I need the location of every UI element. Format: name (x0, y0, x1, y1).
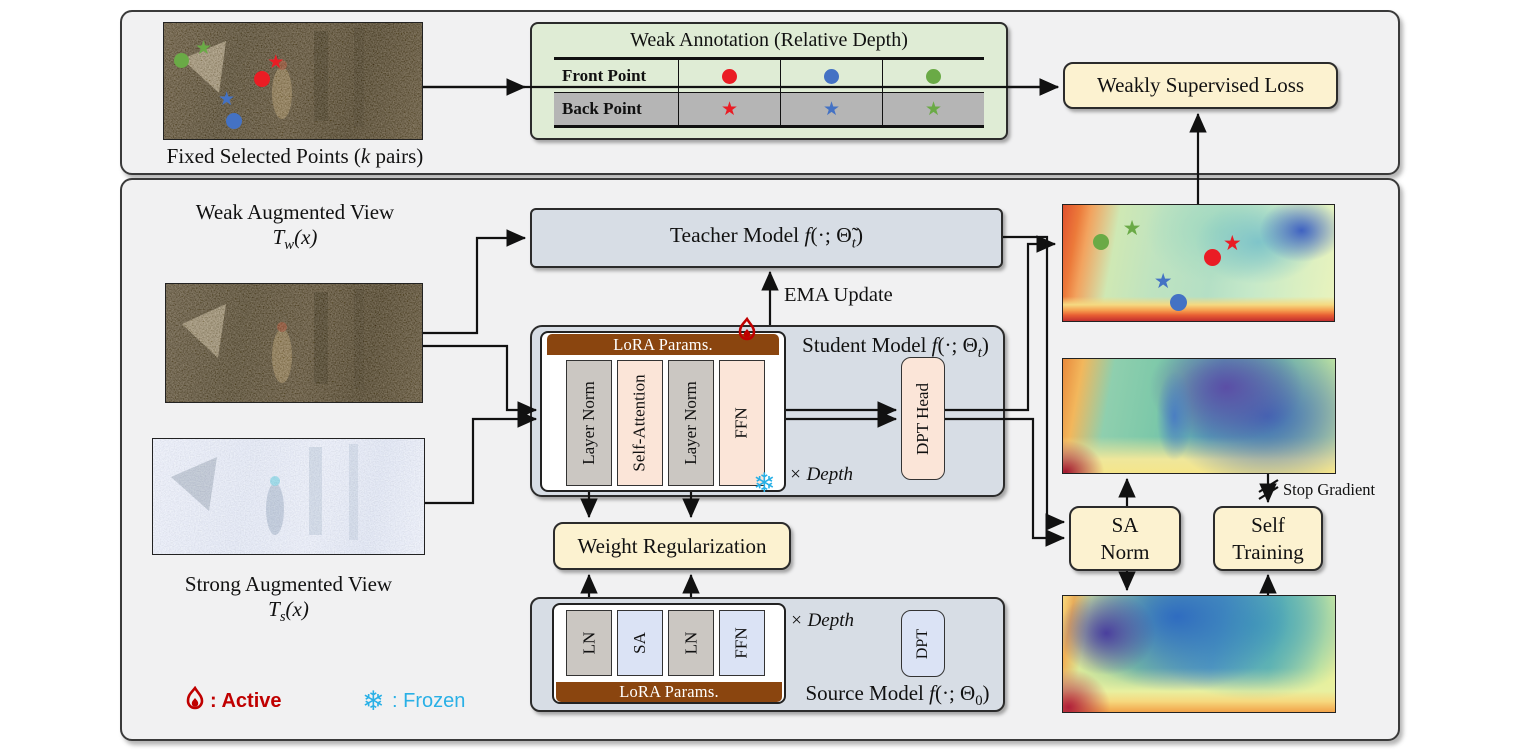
back-point-label: Back Point (562, 99, 642, 118)
green-star-point: ★ (194, 37, 212, 60)
front-point-label: Front Point (562, 66, 647, 85)
teacher-prediction-map: ★ ★ ★ (1062, 204, 1335, 322)
fixed-points-image: ★ ★ ★ (163, 22, 423, 140)
strong-augmented-image (152, 438, 425, 555)
weakly-supervised-loss-box: Weakly Supervised Loss (1063, 62, 1338, 109)
teacher-label: Teacher Model f(·; Θ̃t) (669, 223, 864, 252)
weak-view-formula: Tw(x) (272, 225, 318, 254)
legend-active-label: : Active (210, 690, 282, 712)
layer-norm-1-block: Layer Norm (566, 360, 612, 486)
weight-regularization-box: Weight Regularization (553, 522, 791, 570)
red-dot-point (1203, 249, 1221, 267)
lora-params-bar-student: LoRA Params. (547, 334, 779, 355)
self-attention-block: Self-Attention (617, 360, 663, 486)
green-dot-point (174, 53, 190, 69)
fixed-points-caption: Fixed Selected Points (k pairs) (166, 144, 424, 168)
blue-star-point: ★ (1153, 269, 1173, 294)
legend-frozen-snowflake-icon: ❄ (362, 686, 385, 717)
weak-augmented-image (165, 283, 423, 403)
noise-texture (153, 439, 424, 554)
active-flame-icon (738, 316, 756, 341)
noise-texture (166, 284, 422, 402)
depth-multiplier-student: × Depth (789, 464, 854, 485)
back-red-cell: ★ (678, 93, 780, 125)
source-ffn-block: FFN (719, 610, 765, 676)
depth-multiplier-source: × Depth (790, 610, 855, 631)
blue-star-point: ★ (218, 88, 236, 111)
weak-view-title: Weak Augmented View Tw(x) (165, 200, 425, 254)
front-blue-cell (780, 60, 882, 92)
ffn-block: FFN (719, 360, 765, 486)
back-blue-cell: ★ (780, 93, 882, 125)
strong-view-title: Strong Augmented View Ts(x) (152, 572, 425, 626)
red-star-point: ★ (1222, 230, 1242, 255)
legend-frozen-label: : Frozen (392, 690, 466, 712)
pseudo-label-map (1062, 595, 1336, 713)
stop-gradient-label: Stop Gradient (1283, 480, 1376, 499)
student-prediction-map (1062, 358, 1336, 474)
dpt-block: DPT (901, 610, 945, 677)
back-point-row: Back Point ★ ★ ★ (554, 93, 984, 128)
source-label: Source Model f(·; Θ0) (805, 681, 990, 710)
frozen-snowflake-icon: ❄ (753, 468, 776, 499)
layer-norm-2-block: Layer Norm (668, 360, 714, 486)
legend-active-flame-icon (186, 686, 204, 710)
source-sa-block: SA (617, 610, 663, 676)
front-point-row: Front Point (554, 57, 984, 93)
teacher-model-box: Teacher Model f(·; Θ̃t) (530, 208, 1003, 268)
front-red-cell (678, 60, 780, 92)
weak-annotation-panel: Weak Annotation (Relative Depth) Front P… (530, 22, 1008, 140)
annotation-table: Front Point Back Point ★ ★ ★ (554, 57, 984, 128)
noise-texture (164, 23, 422, 139)
green-star-point: ★ (1122, 215, 1142, 240)
lora-params-bar-source: LoRA Params. (556, 682, 782, 702)
blue-dot-point (225, 113, 242, 130)
red-dot-point (254, 70, 271, 87)
green-dot-point (1092, 234, 1109, 250)
source-ln-1-block: LN (566, 610, 612, 676)
front-green-cell (882, 60, 984, 92)
annotation-table-title: Weak Annotation (Relative Depth) (630, 29, 908, 51)
ema-update-label: EMA Update (784, 284, 893, 306)
strong-view-formula: Ts(x) (268, 597, 309, 626)
red-star-point: ★ (267, 51, 285, 74)
source-ln-2-block: LN (668, 610, 714, 676)
student-label: Student Model f(·; Θt) (802, 333, 989, 362)
back-green-cell: ★ (882, 93, 984, 125)
dpt-head-block: DPT Head (901, 357, 945, 480)
blue-dot-point (1170, 294, 1188, 312)
